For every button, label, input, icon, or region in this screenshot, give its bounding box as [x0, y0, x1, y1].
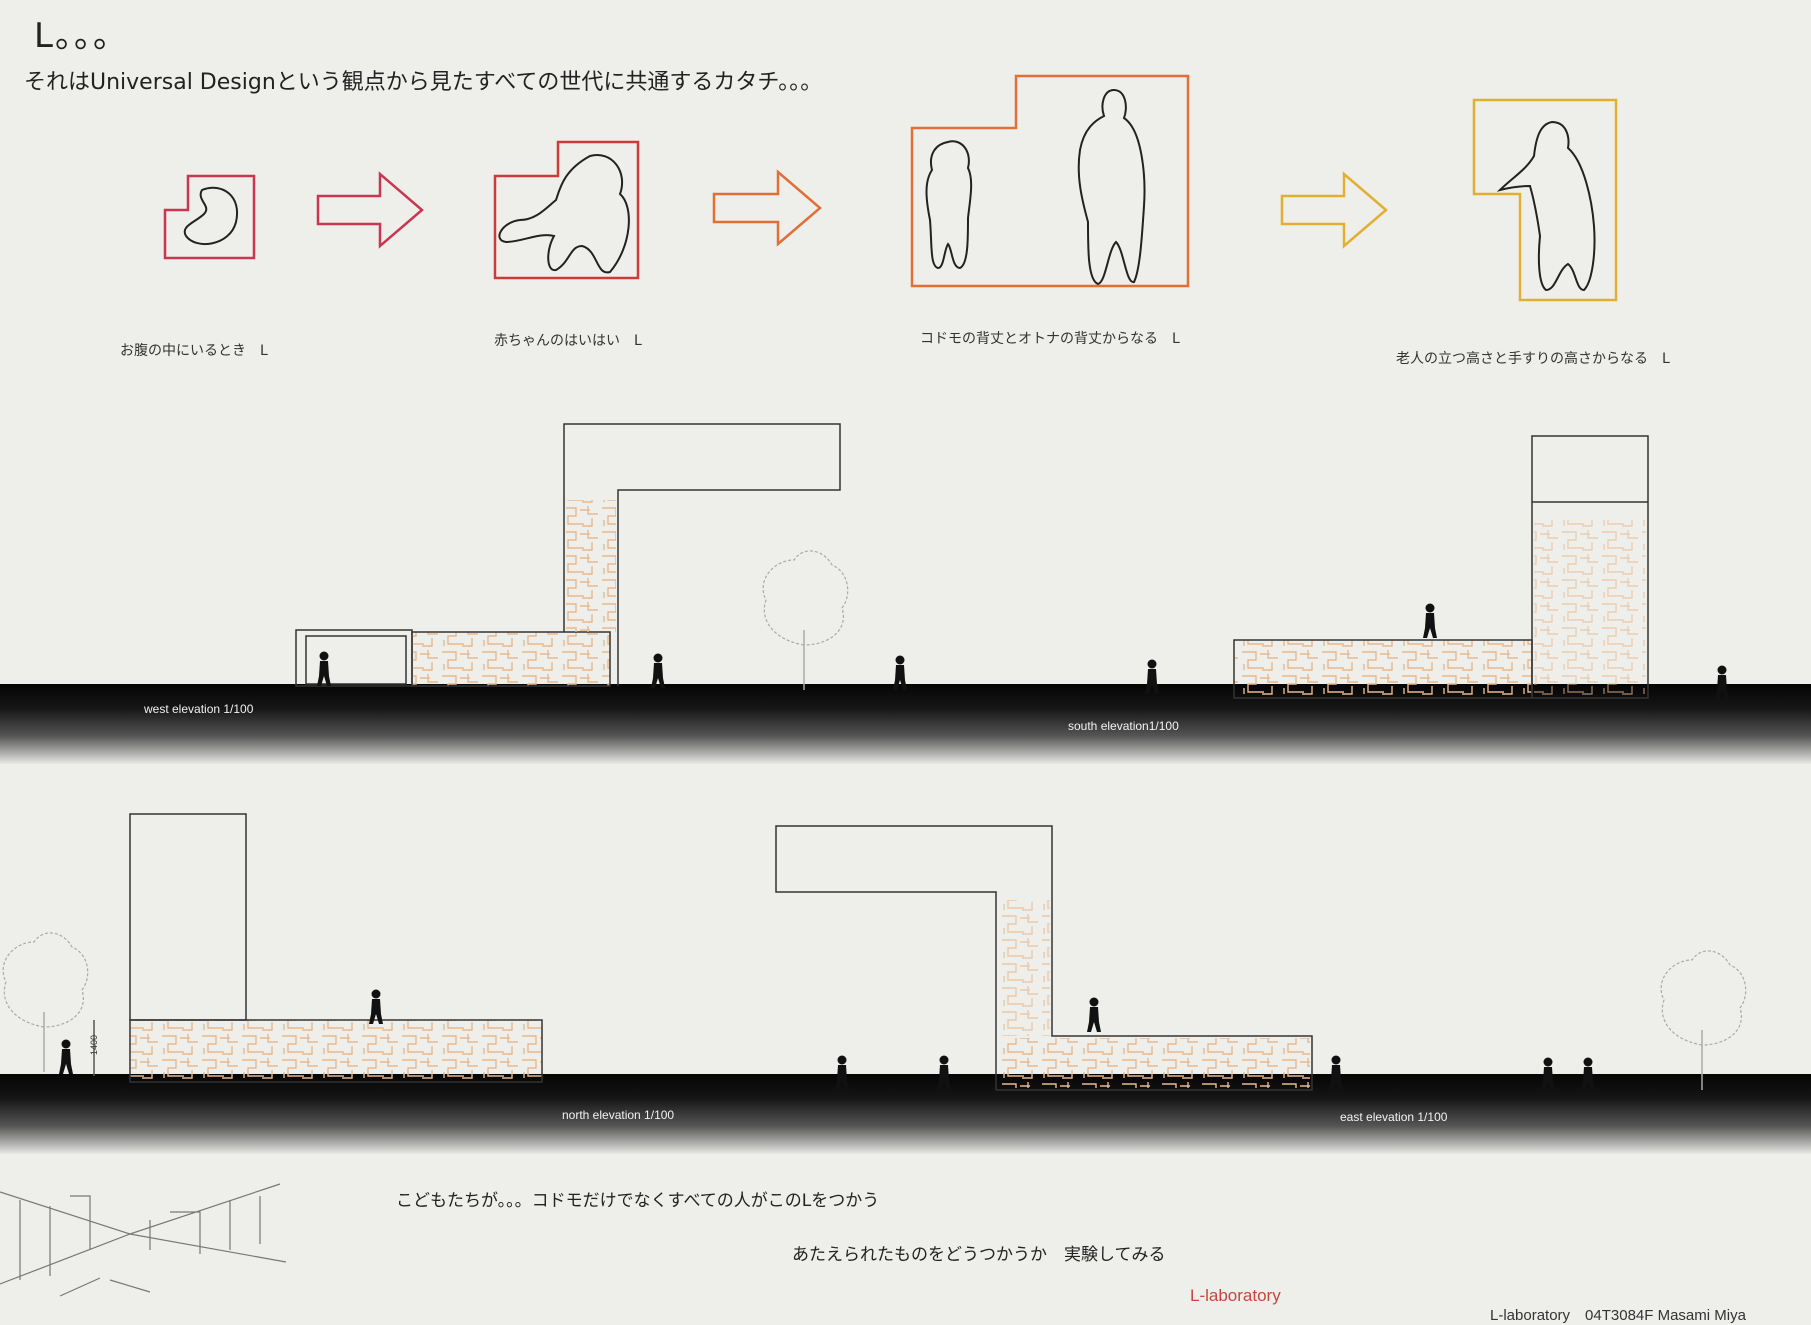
dimension-label: 1400	[89, 1034, 100, 1056]
credits: L-laboratory 04T3084F Masami Miya	[1490, 1307, 1746, 1324]
east-elevation	[775, 825, 1313, 1091]
lab-name: L-laboratory	[1190, 1286, 1281, 1305]
person-figure	[1423, 603, 1437, 638]
person-figure	[1541, 1057, 1555, 1092]
person-figure	[59, 1039, 73, 1074]
person-figure	[1329, 1055, 1343, 1090]
caption-stage-1: お腹の中にいるとき L	[120, 343, 268, 359]
perspective-sketch	[0, 1183, 287, 1297]
east-elevation-label: east elevation 1/100	[1340, 1110, 1448, 1124]
person-figure	[651, 653, 665, 688]
person-figure	[937, 1055, 951, 1090]
caption-stage-2: 赤ちゃんのはいはい L	[494, 333, 642, 349]
fetus-l-shape	[163, 174, 256, 260]
caption-stage-3: コドモの背丈とオトナの背丈からなる L	[920, 331, 1180, 347]
person-figure	[1087, 997, 1101, 1032]
ground-band-lower	[0, 1074, 1811, 1154]
north-elevation	[93, 813, 543, 1083]
tree	[1660, 950, 1747, 1091]
footer-line-2: あたえられたものをどうつかうか 実験してみる	[792, 1245, 1166, 1265]
crawling-l-shape	[493, 140, 640, 280]
person-figure	[369, 989, 383, 1024]
south-elevation-label: south elevation1/100	[1068, 719, 1179, 733]
west-elevation-label: west elevation 1/100	[144, 702, 254, 716]
arrow-1	[316, 171, 424, 249]
tree	[2, 932, 89, 1073]
arrow-2	[712, 169, 822, 247]
person-figure	[317, 651, 331, 686]
south-elevation	[1233, 435, 1649, 699]
person-figure	[1581, 1057, 1595, 1092]
page-subtitle: それはUniversal Designという観点から見たすべての世代に共通するカ…	[24, 70, 823, 95]
caption-stage-4: 老人の立つ高さと手すりの高さからなる L	[1396, 351, 1670, 367]
child-adult-l-shape	[910, 74, 1190, 288]
elderly-l-shape	[1472, 98, 1618, 302]
person-figure	[1715, 665, 1729, 700]
person-figure	[893, 655, 907, 690]
arrow-3	[1280, 171, 1388, 249]
tree	[762, 550, 849, 691]
footer-line-1: こどもたちが。。。コドモだけでなくすべての人がこのLをつかう	[396, 1191, 880, 1211]
person-figure	[1145, 659, 1159, 694]
west-elevation	[295, 423, 841, 687]
person-figure	[835, 1055, 849, 1090]
north-elevation-label: north elevation 1/100	[562, 1108, 675, 1122]
page-title: L。。。	[34, 16, 129, 56]
